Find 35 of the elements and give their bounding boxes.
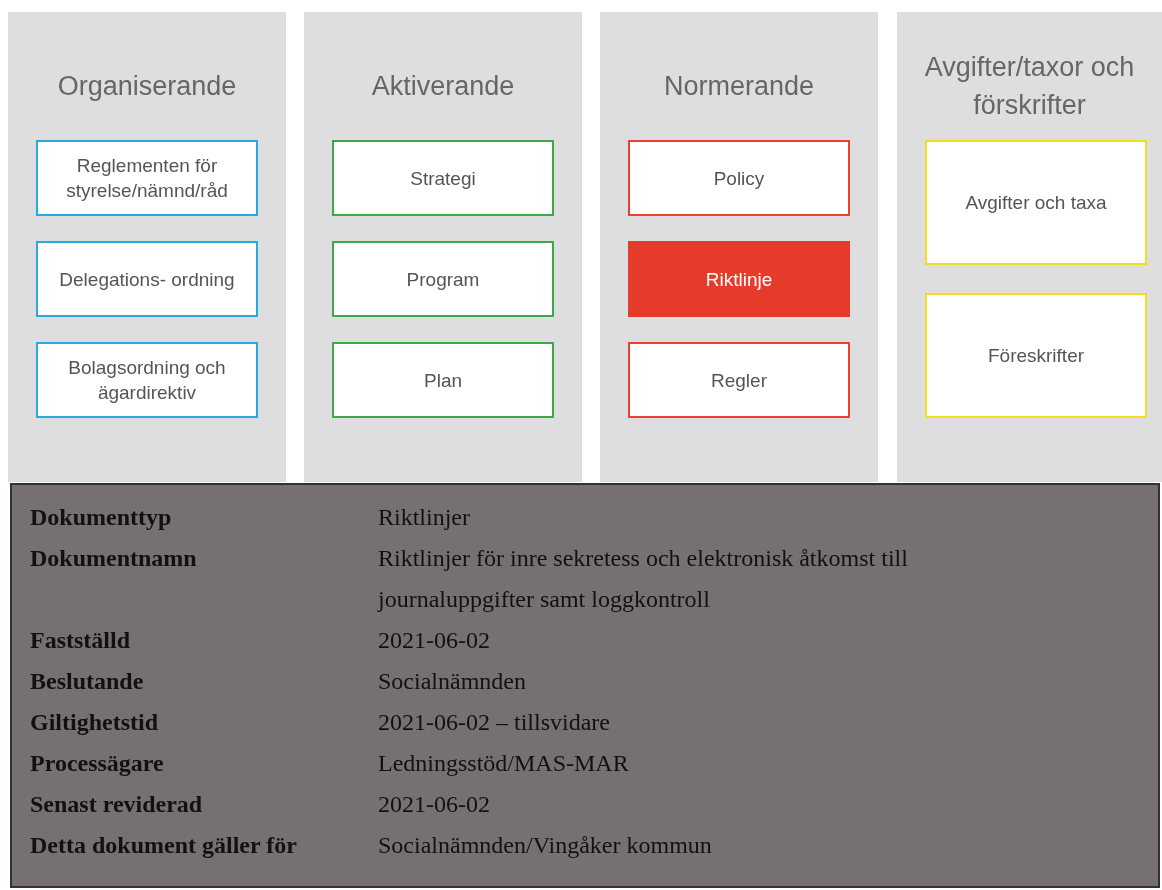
field-value: Riktlinjer för inre sekretess och elektronisk åtkomst till journaluppgifter samt loggkontroll: [378, 544, 909, 614]
category-panel: [897, 12, 1162, 482]
category-heading: Aktiverande: [370, 70, 516, 103]
field-label: Dokumentnamn: [30, 544, 197, 573]
document-type-box: Plan: [332, 342, 554, 418]
field-label: Dokumenttyp: [30, 503, 172, 532]
document-type-box: Avgifter och taxa: [925, 140, 1147, 265]
document-type-box: Reglementen för styrelse/nämnd/råd: [36, 140, 258, 216]
document-type-box: Riktlinje: [628, 241, 850, 317]
field-value: 2021-06-02: [378, 626, 491, 655]
document-type-box: Delegations- ordning: [36, 241, 258, 317]
category-heading: Normerande: [662, 70, 816, 103]
document-type-box: Policy: [628, 140, 850, 216]
field-value: Riktlinjer: [378, 503, 471, 532]
document-type-box: Strategi: [332, 140, 554, 216]
document-type-box: Program: [332, 241, 554, 317]
category-heading: Avgifter/taxor och förskrifter: [923, 51, 1136, 122]
field-value: Socialnämnden/Vingåker kommun: [378, 831, 713, 860]
field-value: Socialnämnden: [378, 667, 527, 696]
category-panel: [600, 12, 878, 482]
category-panel: [8, 12, 286, 482]
field-label: Fastställd: [30, 626, 130, 655]
field-value: 2021-06-02: [378, 790, 491, 819]
field-label: Detta dokument gäller för: [30, 831, 297, 860]
field-label: Beslutande: [30, 667, 144, 696]
field-value: Ledningsstöd/MAS-MAR: [378, 749, 630, 778]
field-label: Giltighetstid: [30, 708, 158, 737]
field-label: Processägare: [30, 749, 164, 778]
document-type-box: Regler: [628, 342, 850, 418]
document-type-box: Bolagsordning och ägardirektiv: [36, 342, 258, 418]
category-panel: [304, 12, 582, 482]
field-label: Senast reviderad: [30, 790, 203, 819]
field-value: 2021-06-02 – tillsvidare: [378, 708, 611, 737]
category-heading: Organiserande: [56, 70, 238, 103]
document-type-box: Föreskrifter: [925, 293, 1147, 418]
